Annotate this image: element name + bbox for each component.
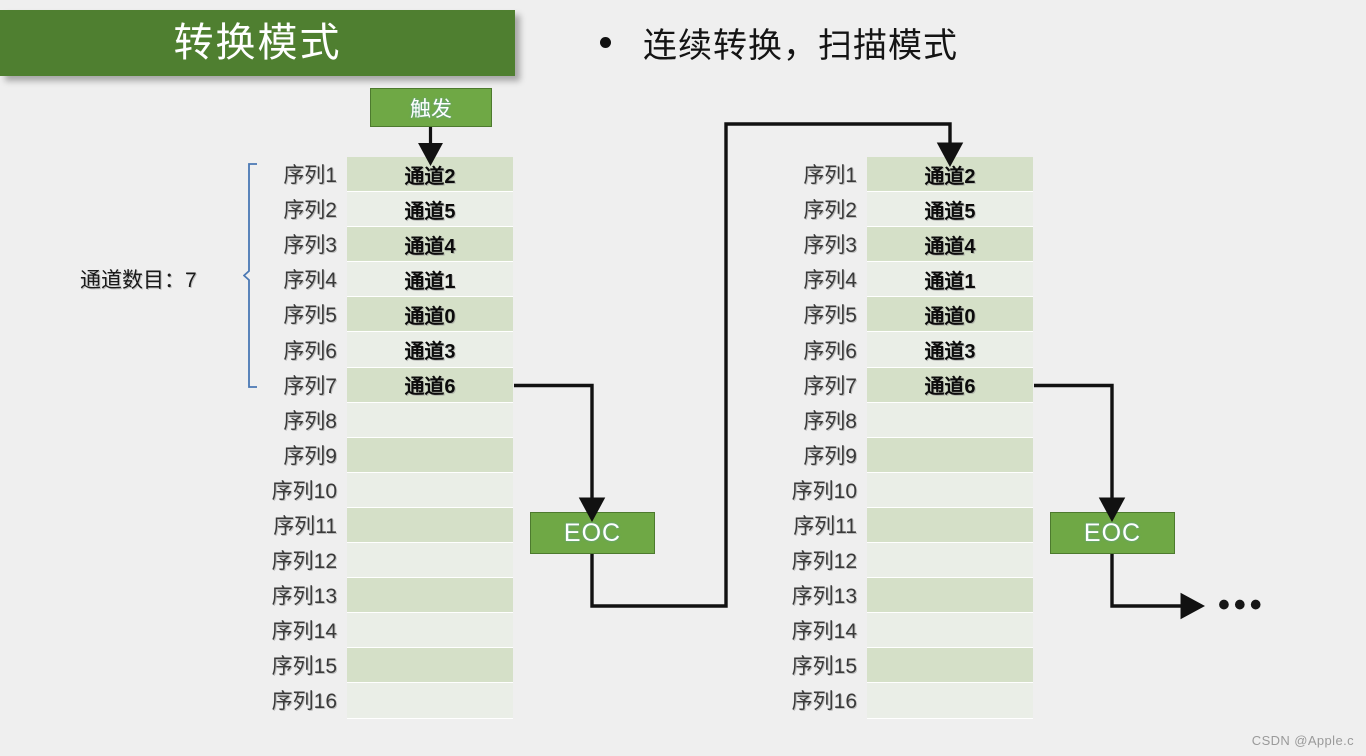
table-row: 序列14 [272, 613, 513, 649]
eoc-label: EOC [1083, 518, 1142, 547]
channel-cell: 通道3 [924, 341, 976, 364]
channel-cell: 通道0 [924, 305, 976, 328]
sequence-table-first-conversion: 序列1 通道2 序列2 通道5 序列3 通道4 序列4 通道1 序列5 通道0 … [272, 157, 513, 719]
table-row: 序列3 通道4 [283, 227, 513, 263]
table-row: 序列3 通道4 [803, 227, 1033, 263]
table-row: 序列13 [792, 578, 1033, 614]
sequence-index-label: 序列7 [803, 374, 857, 398]
sequence-index-label: 序列4 [803, 269, 857, 293]
eoc-to-continuation-arrow [1110, 554, 1205, 620]
sequence-index-label: 序列5 [803, 304, 857, 328]
sequence-index-label: 序列4 [283, 269, 337, 293]
sequence-index-label: 序列13 [271, 585, 337, 609]
sequence-index-label: 序列10 [271, 479, 337, 503]
table-row: 序列6 通道3 [283, 332, 513, 368]
channel-cell: 通道5 [404, 200, 456, 223]
table-row: 序列2 通道5 [283, 192, 513, 228]
sequence-index-label: 序列12 [271, 550, 337, 574]
sequence-index-label: 序列12 [791, 550, 857, 574]
table-row: 序列6 通道3 [803, 332, 1033, 368]
channel-count-brace-icon [243, 163, 257, 388]
channel-cell: 通道6 [924, 376, 976, 399]
sequence-index-label: 序列7 [283, 374, 337, 398]
sequence-index-label: 序列13 [791, 585, 857, 609]
table-row: 序列1 通道2 [283, 157, 513, 193]
table-row: 序列5 通道0 [283, 297, 513, 333]
channel-cell: 通道2 [924, 165, 976, 188]
bullet-dot-icon [600, 37, 611, 48]
bullet-heading-text: 连续转换，扫描模式 [643, 27, 958, 65]
table-row: 序列16 [792, 683, 1033, 719]
sequence-index-label: 序列15 [271, 655, 337, 679]
second-table-to-eoc-arrow [1034, 383, 1126, 522]
table-row: 序列12 [272, 543, 513, 579]
sequence-index-label: 序列5 [283, 304, 337, 328]
sequence-index-label: 序列6 [803, 339, 857, 363]
bullet-heading: 连续转换，扫描模式 [600, 18, 958, 67]
table-row: 序列5 通道0 [803, 297, 1033, 333]
channel-count-label: 通道数目：7 [80, 269, 197, 292]
table-row: 序列16 [272, 683, 513, 719]
first-table-to-eoc-arrow [514, 383, 606, 522]
table-row: 序列10 [272, 472, 513, 508]
channel-cell: 通道6 [404, 376, 456, 399]
sequence-index-label: 序列2 [283, 199, 337, 223]
trigger-box: 触发 [370, 88, 492, 127]
eoc-box-first-conversion: EOC [530, 512, 655, 554]
sequence-index-label: 序列11 [273, 514, 337, 538]
sequence-index-label: 序列16 [791, 690, 857, 714]
channel-cell: 通道3 [404, 341, 456, 364]
channel-cell: 通道0 [404, 305, 456, 328]
table-row: 序列2 通道5 [803, 192, 1033, 228]
sequence-index-label: 序列11 [793, 514, 857, 538]
table-row: 序列15 [792, 648, 1033, 684]
table-row: 序列7 通道6 [283, 367, 513, 403]
table-row: 序列4 通道1 [283, 262, 513, 298]
table-row: 序列8 [803, 402, 1033, 438]
table-row: 序列11 [273, 507, 513, 544]
sequence-index-label: 序列6 [283, 339, 337, 363]
sequence-index-label: 序列2 [803, 199, 857, 223]
table-row: 序列14 [792, 613, 1033, 649]
table-row: 序列9 [803, 437, 1033, 473]
table-row: 序列8 [283, 402, 513, 438]
table-row: 序列10 [792, 472, 1033, 508]
table-row: 序列11 [793, 507, 1033, 544]
channel-cell: 通道4 [924, 235, 976, 258]
table-row: 序列13 [272, 578, 513, 614]
channel-cell: 通道2 [404, 165, 456, 188]
sequence-index-label: 序列15 [791, 655, 857, 679]
sequence-index-label: 序列14 [791, 620, 857, 644]
eoc-box-second-conversion: EOC [1050, 512, 1175, 554]
table-row: 序列1 通道2 [803, 157, 1033, 193]
channel-cell: 通道5 [924, 200, 976, 223]
channel-cell: 通道1 [404, 270, 456, 293]
sequence-index-label: 序列1 [803, 164, 857, 188]
channel-cell: 通道1 [924, 270, 976, 293]
sequence-index-label: 序列10 [791, 479, 857, 503]
table-row: 序列9 [283, 437, 513, 473]
sequence-index-label: 序列16 [271, 690, 337, 714]
table-row: 序列15 [272, 648, 513, 684]
sequence-index-label: 序列1 [283, 164, 337, 188]
table-row: 序列12 [792, 543, 1033, 579]
table-row: 序列7 通道6 [803, 367, 1033, 403]
trigger-label: 触发 [410, 97, 452, 121]
sequence-index-label: 序列8 [283, 409, 337, 433]
sequence-index-label: 序列8 [803, 409, 857, 433]
page-title: 转换模式 [173, 21, 342, 65]
continuation-ellipsis: ••• [1218, 586, 1266, 624]
table-row: 序列4 通道1 [803, 262, 1033, 298]
slide-title-banner: 转换模式 [0, 10, 515, 76]
sequence-index-label: 序列9 [803, 444, 857, 468]
sequence-index-label: 序列9 [283, 444, 337, 468]
sequence-index-label: 序列3 [803, 234, 857, 258]
channel-cell: 通道4 [404, 235, 456, 258]
watermark: CSDN @Apple.c [1251, 733, 1354, 748]
eoc-label: EOC [563, 518, 622, 547]
sequence-table-second-conversion: 序列1 通道2 序列2 通道5 序列3 通道4 序列4 通道1 序列5 通道0 … [792, 157, 1033, 719]
sequence-index-label: 序列3 [283, 234, 337, 258]
sequence-index-label: 序列14 [271, 620, 337, 644]
